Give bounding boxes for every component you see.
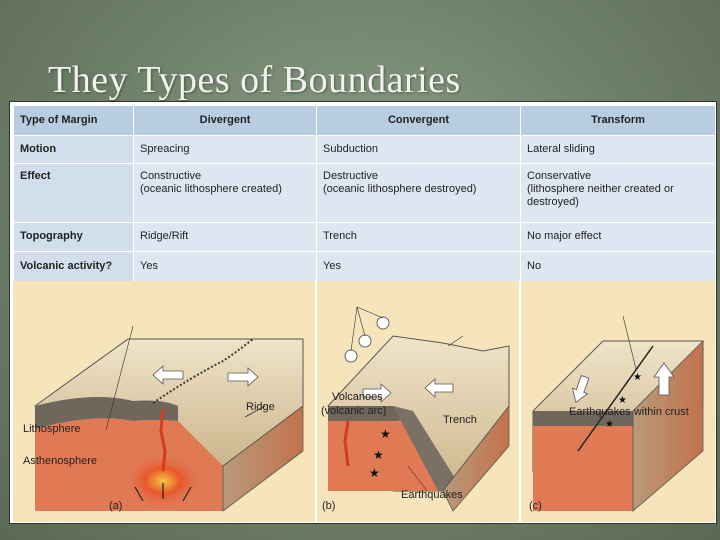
table-row-topography: Topography Ridge/Rift Trench No major ef… <box>13 222 716 252</box>
header-divergent: Divergent <box>133 105 317 136</box>
lithosphere-leader-line <box>105 325 134 431</box>
volcano-leader-line <box>356 306 384 319</box>
convergent-block: ★ ★ ★ <box>327 306 510 512</box>
earthquakes-label: Earthquakes <box>401 489 463 501</box>
transform-lithosphere <box>533 411 633 426</box>
table-row-volcanic-activity: Volcanic activity? Yes Yes No <box>13 251 716 282</box>
panel-a-tag: (a) <box>109 500 123 512</box>
volcano-icon <box>358 334 372 348</box>
boundary-diagrams: ★ ★ ★ ★ ★ ★ <box>13 281 715 522</box>
convection-arrows-icon <box>134 483 192 502</box>
divergent-block <box>34 325 304 512</box>
divergent-side-face <box>222 405 304 512</box>
topography-divergent: Ridge/Rift <box>133 222 317 252</box>
volcano-icon <box>376 316 390 330</box>
transform-asthenosphere <box>533 426 633 511</box>
table-row-motion: Motion Spreacing Subduction Lateral slid… <box>13 135 716 164</box>
earthquakes-leader-line <box>407 465 428 492</box>
topography-convergent: Trench <box>316 222 521 252</box>
earthquake-star-icon: ★ <box>633 372 642 383</box>
topography-transform: No major effect <box>520 222 716 252</box>
divergent-magma-plume <box>123 453 203 509</box>
row-label-motion: Motion <box>13 135 134 164</box>
volcanoes-label: Volcanoes <box>332 391 383 403</box>
divergent-lithosphere <box>35 397 178 429</box>
slide-title: They Types of Boundaries <box>48 59 461 101</box>
transform-block: ★ ★ ★ <box>532 315 704 512</box>
header-type-of-margin: Type of Margin <box>13 105 134 136</box>
ridge-label: Ridge <box>246 401 275 413</box>
asthenosphere-label: Asthenosphere <box>23 455 97 467</box>
earthquakes-crust-leader-line <box>622 315 637 370</box>
lithosphere-label: Lithosphere <box>23 423 81 435</box>
arrow-left-icon <box>152 365 184 385</box>
earthquake-star-icon: ★ <box>380 427 391 441</box>
subducting-slab <box>393 406 463 491</box>
earthquake-star-icon: ★ <box>369 466 380 480</box>
arrow-right-icon <box>362 383 392 403</box>
effect-transform: Conservative (lithosphere neither create… <box>520 163 716 223</box>
table-header-row: Type of Margin Divergent Convergent Tran… <box>13 105 716 136</box>
boundary-diagram-svg: ★ ★ ★ ★ ★ ★ <box>34 281 704 522</box>
effect-convergent: Destructive (oceanic lithosphere destroy… <box>316 163 521 223</box>
volcanic-arc-label: (volcanic arc) <box>321 405 387 417</box>
trench-label: Trench <box>443 414 477 426</box>
row-label-topography: Topography <box>13 222 134 252</box>
motion-transform: Lateral sliding <box>520 135 716 164</box>
effect-divergent: Constructive (oceanic lithosphere create… <box>133 163 317 223</box>
arrow-left-icon <box>424 378 454 398</box>
trench-leader-line <box>447 335 464 347</box>
earthquake-star-icon: ★ <box>618 395 627 406</box>
volcano-leader-line <box>356 306 366 337</box>
earthquakes-within-crust-label: Earthquakes within crust <box>569 406 689 418</box>
row-label-effect: Effect <box>13 163 134 223</box>
header-transform: Transform <box>520 105 716 136</box>
earthquake-star-icon: ★ <box>605 419 614 430</box>
transform-fault-line <box>577 345 654 452</box>
convergent-magma-conduit <box>343 420 350 467</box>
arrow-up-icon <box>653 362 675 396</box>
panel-b-tag: (b) <box>322 500 336 512</box>
motion-convergent: Subduction <box>316 135 521 164</box>
boundaries-figure: Type of Margin Divergent Convergent Tran… <box>9 101 717 524</box>
volcanic-convergent: Yes <box>316 251 521 282</box>
divergent-magma-conduit <box>159 408 167 472</box>
panel-c-tag: (c) <box>529 500 542 512</box>
row-label-volcanic-activity: Volcanic activity? <box>13 251 134 282</box>
boundary-table: Type of Margin Divergent Convergent Tran… <box>13 105 716 282</box>
ridge-crest <box>152 338 254 404</box>
volcano-leader-line <box>350 306 358 352</box>
volcanic-transform: No <box>520 251 716 282</box>
volcanic-divergent: Yes <box>133 251 317 282</box>
ridge-leader-line <box>244 405 266 418</box>
convergent-overriding-plate <box>328 406 408 421</box>
convergent-side-face <box>442 404 510 512</box>
header-convergent: Convergent <box>316 105 521 136</box>
table-row-effect: Effect Constructive (oceanic lithosphere… <box>13 163 716 223</box>
volcano-icon <box>344 349 358 363</box>
transform-side-face <box>632 340 704 512</box>
arrow-right-icon <box>227 367 259 387</box>
arrow-down-icon <box>571 375 590 403</box>
motion-divergent: Spreacing <box>133 135 317 164</box>
earthquake-star-icon: ★ <box>373 448 384 462</box>
